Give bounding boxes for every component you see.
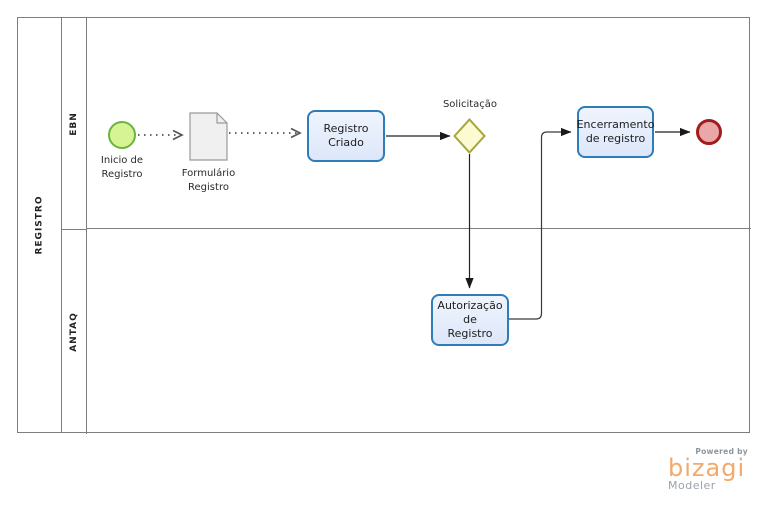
start-event-label: Inicio de Registro: [100, 155, 144, 180]
pool-registro: REGISTRO EBN ANTAQ: [17, 17, 751, 434]
bizagi-product-name: Modeler: [668, 479, 716, 492]
end-event[interactable]: [696, 119, 722, 145]
powered-by-text: Powered by: [695, 447, 748, 456]
task-registro-criado-label: Registro Criado: [323, 122, 369, 149]
document-shape[interactable]: [189, 112, 228, 161]
start-event[interactable]: [108, 121, 136, 149]
task-encerramento-label: Encerramento de registro: [576, 118, 655, 145]
flow-autorizacao-to-encerramento: [509, 127, 572, 320]
task-registro-criado[interactable]: Registro Criado: [307, 110, 385, 162]
bizagi-logo: bizagi: [668, 454, 746, 482]
document-label: Formulário Registro: [181, 168, 236, 193]
task-encerramento[interactable]: Encerramento de registro: [577, 106, 654, 158]
gateway-label: Solicitação: [442, 99, 498, 110]
task-autorizacao-label: Autorização de Registro: [437, 299, 503, 340]
gateway-diamond[interactable]: [453, 118, 486, 154]
lane-divider: [87, 228, 751, 229]
task-autorizacao[interactable]: Autorização de Registro: [431, 294, 509, 346]
lane-header-ebn[interactable]: EBN: [62, 18, 87, 229]
document-body: [189, 112, 228, 161]
document-fold: [216, 113, 227, 124]
lane-header-antaq[interactable]: ANTAQ: [62, 229, 87, 434]
pool-header[interactable]: REGISTRO: [18, 18, 62, 432]
bizagi-branding: Powered by bizagi Modeler: [668, 447, 748, 492]
